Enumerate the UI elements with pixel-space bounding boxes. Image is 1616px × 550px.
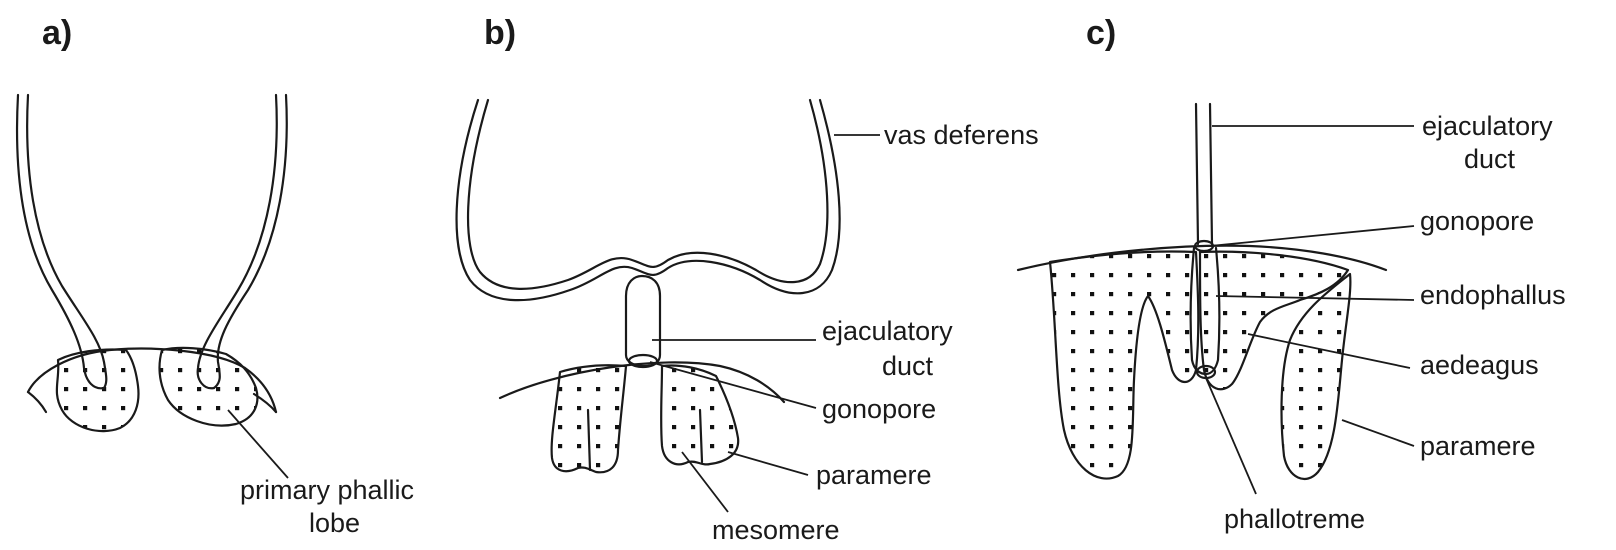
paramere-right — [1282, 274, 1351, 479]
label-gonopore: gonopore — [822, 394, 936, 424]
primary-phallic-lobe-right — [160, 348, 258, 426]
label-primary-phallic-lobe-1: primary phallic — [240, 475, 414, 505]
label-phallotreme: phallotreme — [1224, 504, 1365, 534]
duct-left-outer — [17, 95, 104, 388]
panel-c-letter: c) — [1086, 14, 1116, 52]
panel-a-letter: a) — [42, 14, 72, 52]
panel-b-letter: b) — [484, 14, 516, 52]
leader-paramere — [728, 452, 808, 475]
panel-b-drawing — [457, 100, 840, 472]
panel-a: a) primary phallic lobe — [17, 14, 414, 538]
label-gonopore: gonopore — [1420, 206, 1534, 236]
leader-paramere — [1342, 420, 1414, 446]
duct-right-outer — [198, 95, 277, 388]
vas-deferens-outer — [457, 100, 840, 300]
label-ejaculatory-duct-2: duct — [1464, 144, 1516, 174]
body-wall-tip-left — [28, 392, 46, 412]
duct-left-inner — [27, 95, 106, 388]
panel-c-drawing — [1018, 104, 1386, 479]
leader-phallotreme — [1206, 378, 1256, 494]
label-endophallus: endophallus — [1420, 280, 1566, 310]
primary-phallic-lobe-left — [57, 349, 139, 431]
panel-b: b) vas deferens ejaculatory duct — [457, 14, 1039, 545]
panel-a-drawing — [17, 95, 287, 431]
label-ejaculatory-duct-1: ejaculatory — [1422, 111, 1553, 141]
body-wall-line — [500, 362, 784, 402]
label-aedeagus: aedeagus — [1420, 350, 1539, 380]
panel-c: c) ejaculatory duct — [1018, 14, 1566, 534]
leader-primary-phallic-lobe — [228, 410, 288, 478]
leader-gonopore — [1210, 226, 1414, 246]
vas-deferens-inner — [468, 100, 827, 289]
ejaculatory-duct-tube — [626, 276, 660, 366]
label-vas-deferens: vas deferens — [884, 120, 1039, 150]
label-paramere: paramere — [816, 460, 932, 490]
label-paramere: paramere — [1420, 431, 1536, 461]
label-ejaculatory-duct-2: duct — [882, 351, 934, 381]
ejaculatory-duct-2 — [1210, 104, 1212, 244]
ejaculatory-duct — [1196, 104, 1198, 244]
paramere-left — [1050, 251, 1198, 478]
label-mesomere: mesomere — [712, 515, 840, 545]
label-primary-phallic-lobe-2: lobe — [309, 508, 360, 538]
label-ejaculatory-duct-1: ejaculatory — [822, 316, 953, 346]
